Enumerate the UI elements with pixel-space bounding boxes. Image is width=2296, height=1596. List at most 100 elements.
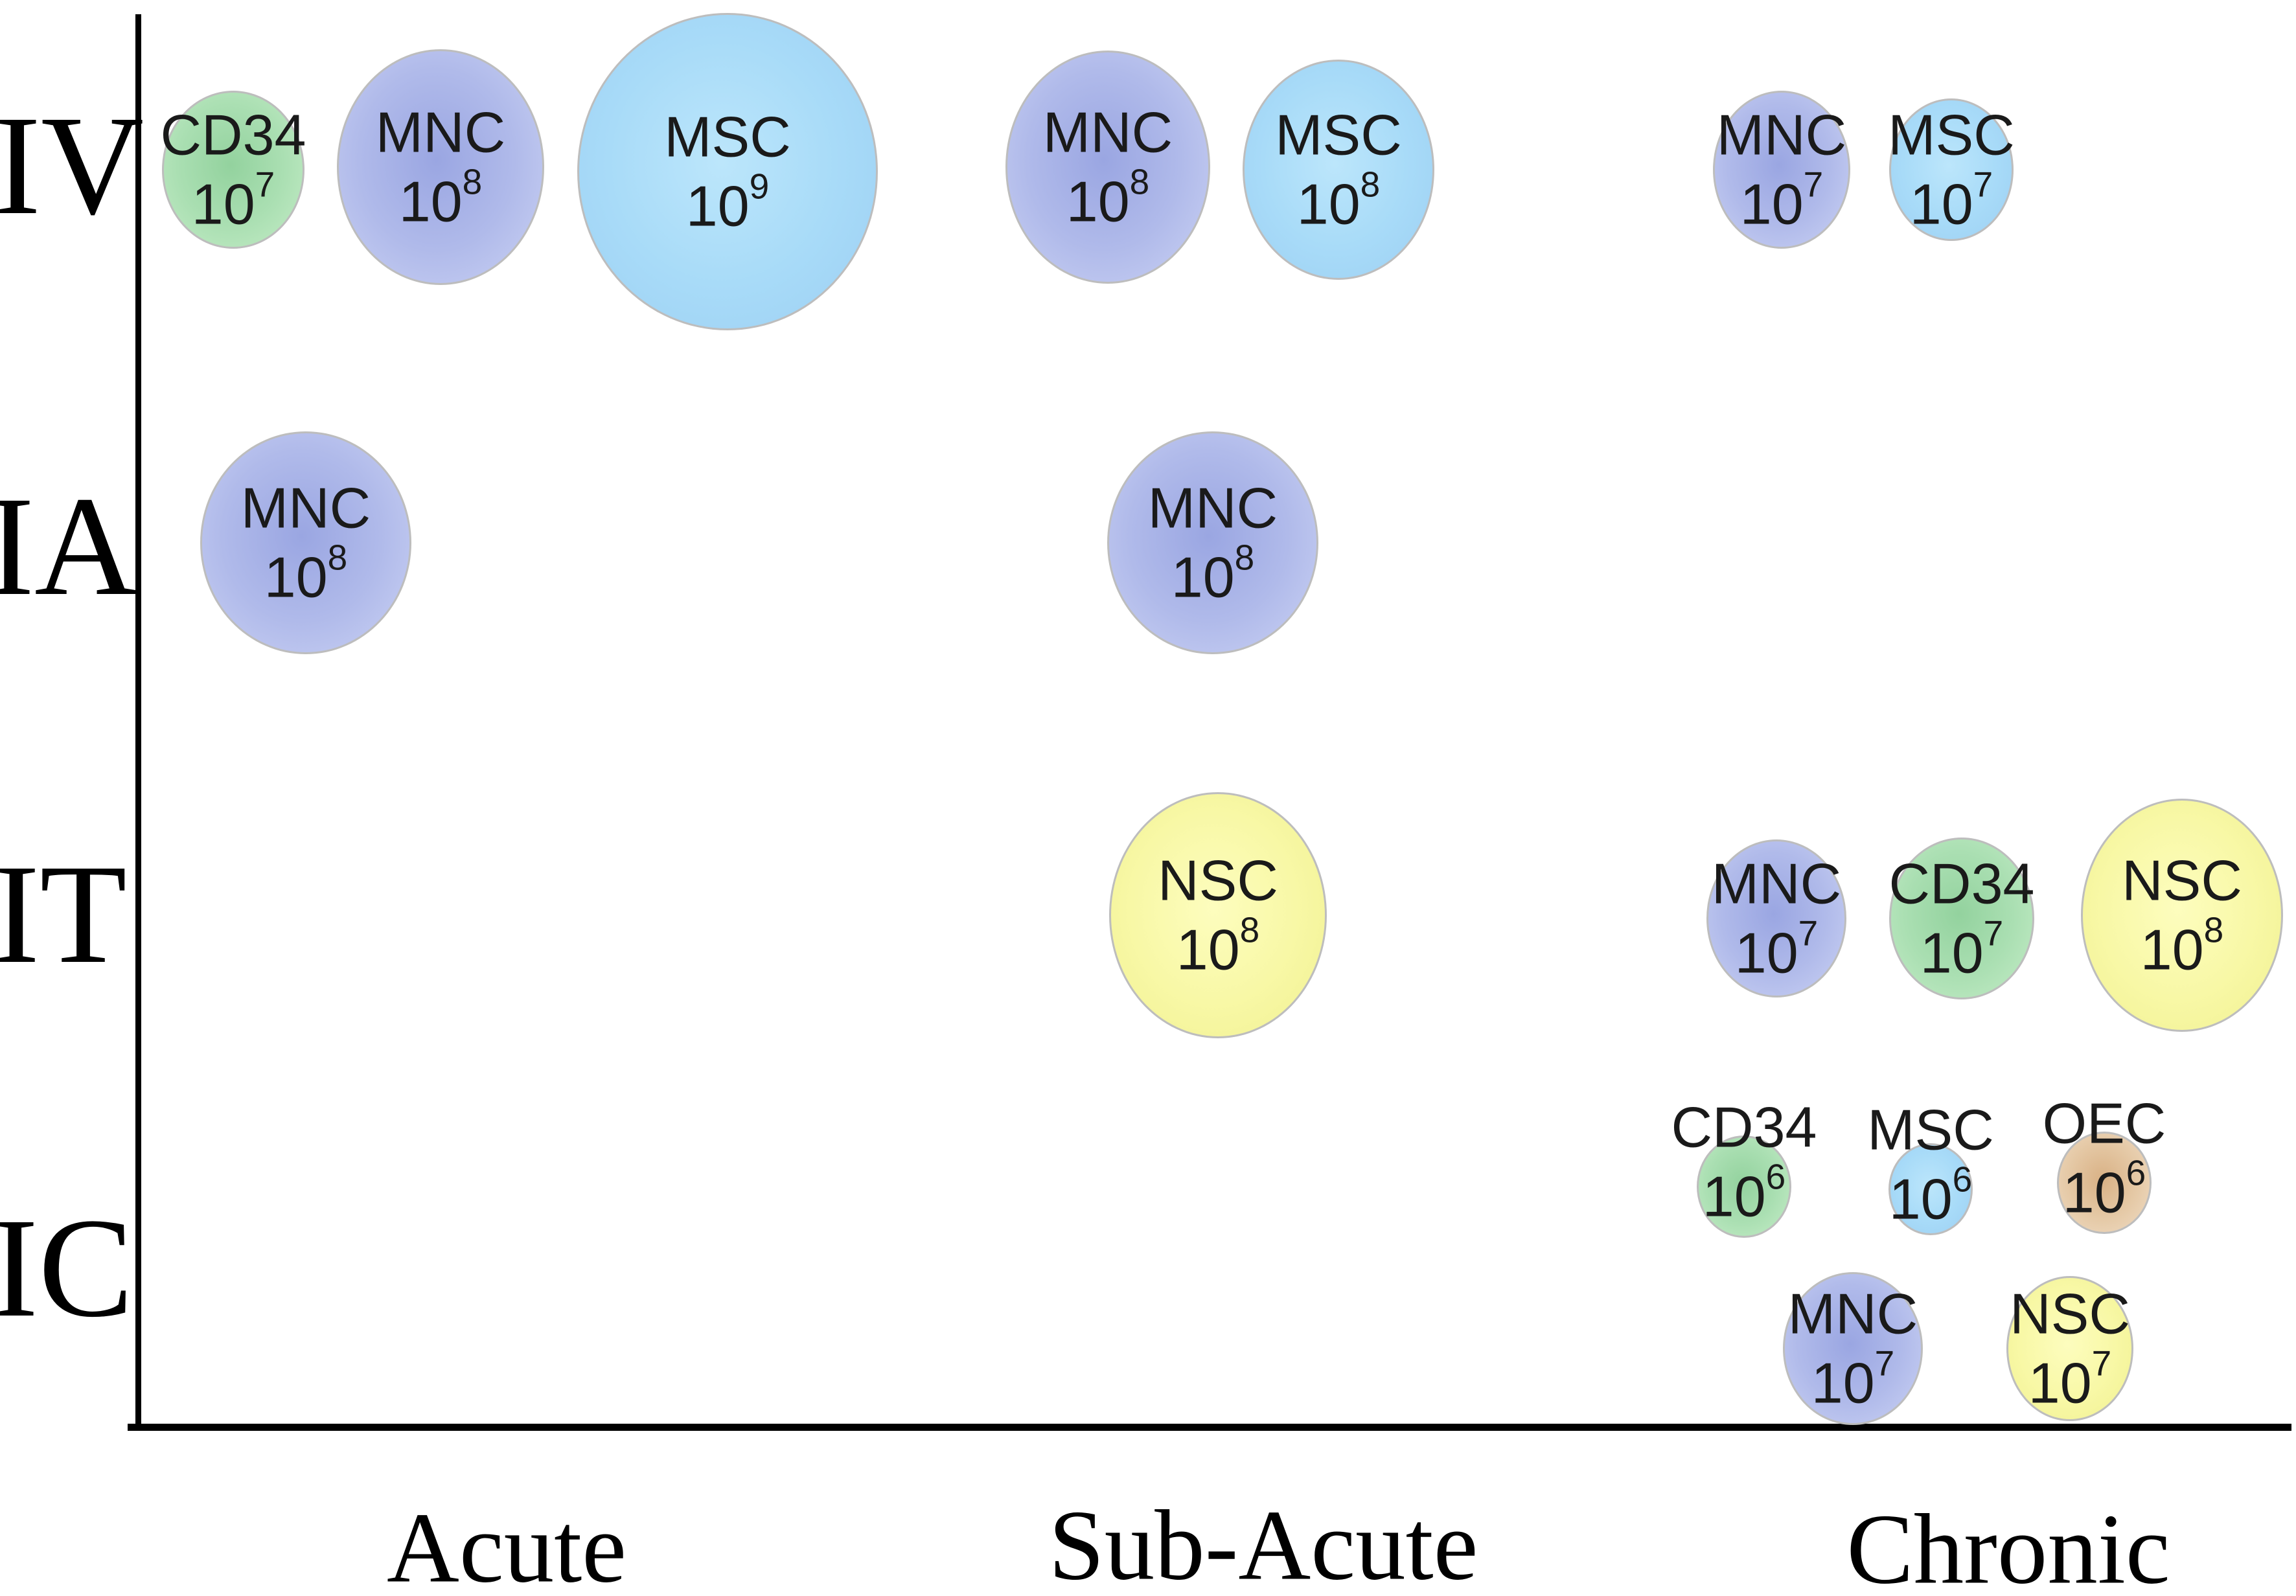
dose-base: 10 (2028, 1351, 2092, 1415)
dose-label: 106 (1671, 1159, 1817, 1231)
dose-exponent: 6 (1765, 1157, 1786, 1197)
y-axis-label-iv: IV (0, 86, 144, 244)
cell-type-label: MNC (1042, 100, 1173, 165)
x-axis-line (128, 1424, 2291, 1431)
dose-exponent: 7 (1983, 913, 2004, 953)
dose-base: 10 (1176, 918, 1240, 982)
dose-base: 10 (1702, 1165, 1766, 1229)
dose-exponent: 8 (2203, 910, 2224, 950)
x-axis-label-acute: Acute (386, 1492, 627, 1596)
dose-label: 108 (1148, 540, 1278, 612)
cell-type-label: MSC (1888, 102, 2015, 167)
x-axis-label-chronic: Chronic (1846, 1493, 2170, 1596)
dose-exponent: 7 (1798, 913, 1819, 953)
dose-label: 106 (1867, 1162, 1994, 1234)
dose-base: 10 (1811, 1351, 1875, 1415)
y-axis-label-ic: IC (0, 1189, 133, 1347)
dose-label: 108 (1043, 165, 1173, 236)
dose-base: 10 (1888, 1167, 1953, 1231)
dose-base: 10 (2062, 1161, 2126, 1225)
dose-base: 10 (1296, 172, 1360, 236)
dose-base: 10 (1739, 172, 1804, 236)
dose-exponent: 7 (1874, 1343, 1895, 1384)
dose-exponent: 6 (1952, 1159, 1973, 1200)
dose-base: 10 (1734, 921, 1798, 985)
dose-exponent: 8 (1234, 538, 1255, 578)
cell-type-label: NSC (2122, 848, 2242, 913)
cell-type-label: MNC (240, 475, 371, 540)
y-axis-line (135, 14, 141, 1431)
cell-type-label: MSC (664, 104, 791, 169)
y-axis-label-it: IT (0, 835, 127, 993)
dose-base: 10 (685, 174, 750, 238)
dose-label: 107 (2010, 1346, 2130, 1418)
dose-exponent: 7 (1803, 165, 1824, 205)
dose-base: 10 (2140, 918, 2204, 982)
dose-base: 10 (1920, 921, 1984, 985)
cell-type-label: MNC (375, 100, 506, 165)
dose-label: 108 (241, 540, 371, 612)
cell-type-label: CD34 (1888, 851, 2035, 916)
dose-label: 107 (1888, 167, 2015, 239)
dose-base: 10 (264, 545, 328, 610)
cell-type-label: MNC (1711, 851, 1842, 916)
cell-type-label: NSC (2010, 1281, 2130, 1346)
dose-label: 108 (376, 165, 505, 236)
dose-exponent: 7 (255, 165, 275, 205)
dose-exponent: 8 (327, 538, 348, 578)
dose-exponent: 8 (1129, 162, 1150, 202)
dose-label: 107 (1889, 916, 2035, 988)
dose-label: 107 (1788, 1346, 1918, 1418)
dose-exponent: 7 (2091, 1343, 2112, 1384)
dose-base: 10 (1171, 545, 1235, 610)
dose-exponent: 8 (462, 162, 483, 202)
dose-label: 106 (2043, 1156, 2166, 1227)
dose-exponent: 9 (749, 166, 770, 207)
dose-exponent: 7 (1973, 165, 1993, 205)
dose-base: 10 (398, 170, 463, 234)
cell-type-label: MNC (1787, 1281, 1918, 1346)
dose-label: 108 (2122, 913, 2242, 985)
dose-label: 107 (161, 167, 306, 239)
cell-type-label: MSC (1867, 1097, 1994, 1162)
dose-exponent: 8 (1360, 165, 1381, 205)
cell-type-label: MNC (1147, 475, 1278, 540)
dose-exponent: 8 (1239, 910, 1260, 950)
dose-label: 107 (1717, 167, 1846, 239)
cell-type-label: CD34 (1671, 1095, 1817, 1159)
cell-type-label: NSC (1158, 848, 1278, 913)
cell-type-label: MNC (1716, 102, 1847, 167)
